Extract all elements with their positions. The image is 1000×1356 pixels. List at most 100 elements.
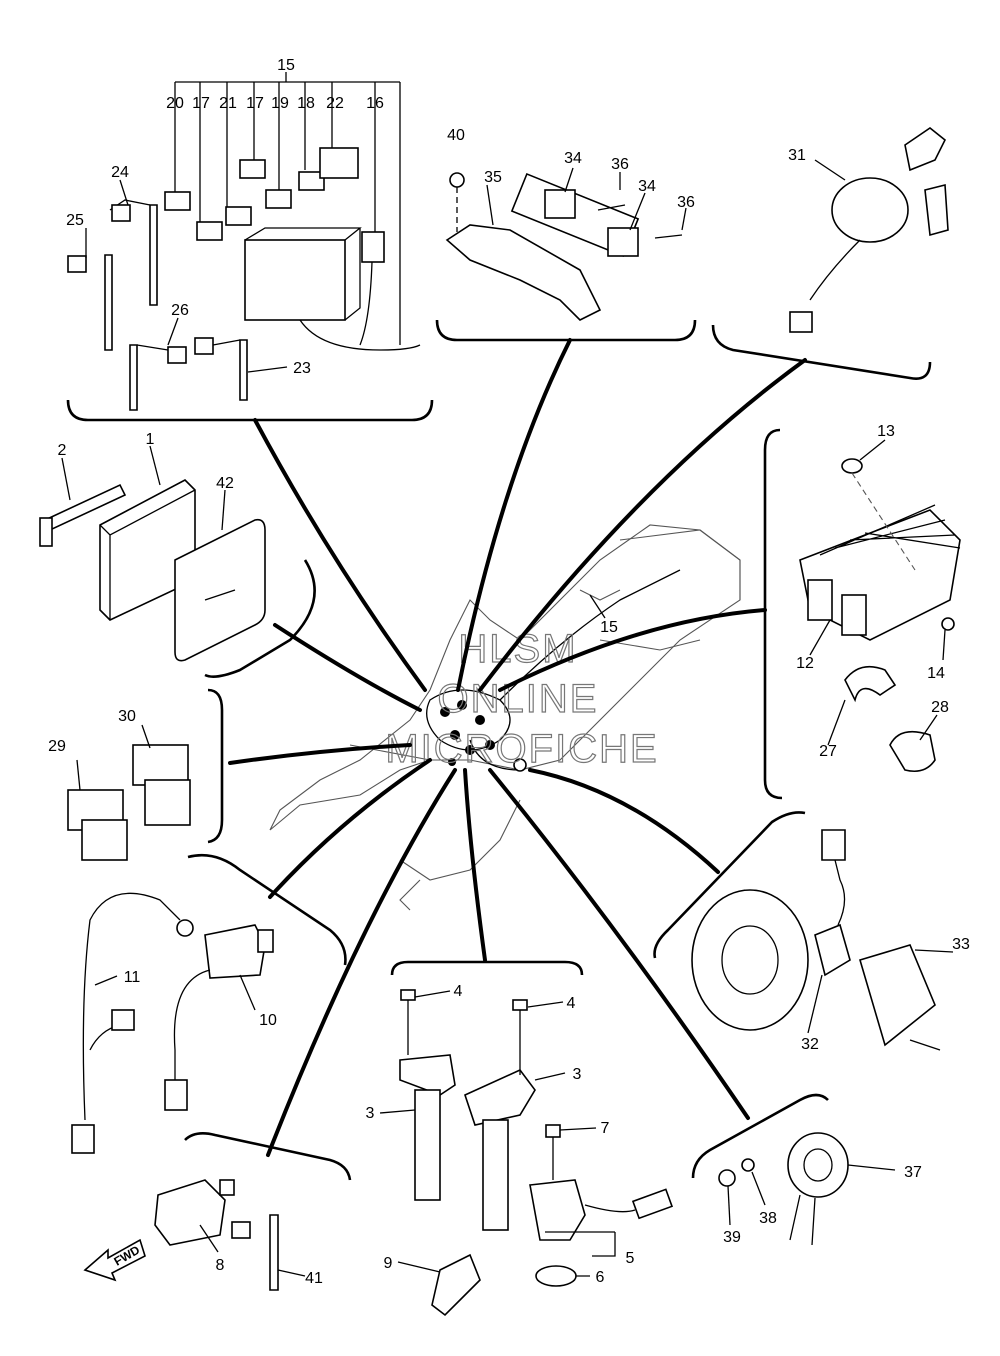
callout-21: 21 <box>219 95 237 112</box>
group-leader-lines <box>228 338 807 1157</box>
callout-23: 23 <box>293 360 311 377</box>
lead-terminal <box>176 919 194 937</box>
fuse-20 <box>164 191 191 211</box>
relay-34-lower <box>607 227 639 257</box>
sensor-32-connector <box>821 829 846 861</box>
callout-32: 32 <box>801 1036 819 1053</box>
horn-37 <box>787 1132 849 1198</box>
speed-sensor-group <box>691 829 941 1051</box>
fuse-21 <box>225 206 252 226</box>
callout-36-b: 36 <box>677 194 695 211</box>
key-blade <box>924 183 949 237</box>
fuse-17-upper <box>239 159 266 179</box>
ignition-coil-group <box>399 989 536 1231</box>
bolt-7 <box>545 1124 561 1138</box>
callout-31: 31 <box>788 147 806 164</box>
rectifier-connector-b <box>841 594 867 636</box>
callout-41: 41 <box>305 1270 323 1287</box>
callout-15-top: 15 <box>277 57 295 74</box>
switch-8-thread <box>219 1179 235 1196</box>
coil-3-left-head <box>399 1054 456 1096</box>
group-brackets <box>66 319 932 1181</box>
fwd-arrow-icon: FWD <box>83 1238 146 1282</box>
callout-20: 20 <box>166 95 184 112</box>
relay-30 <box>144 779 191 826</box>
sensor-9 <box>431 1253 481 1317</box>
callout-2: 2 <box>58 442 67 459</box>
rotor <box>691 889 809 1031</box>
callout-34-b: 34 <box>638 178 656 195</box>
callout-22: 22 <box>326 95 344 112</box>
callout-37: 37 <box>904 1164 922 1181</box>
callout-13: 13 <box>877 423 895 440</box>
coil-3-right-body <box>482 1119 509 1231</box>
callout-3-a: 3 <box>366 1105 375 1122</box>
callout-7: 7 <box>601 1120 610 1137</box>
bolt-4-left <box>400 989 416 1001</box>
nut-13 <box>841 458 863 474</box>
holder-25 <box>67 255 87 273</box>
ecu-group <box>39 479 266 662</box>
callout-34-a: 34 <box>564 150 582 167</box>
cable-tie-26 <box>129 344 138 411</box>
lead-group <box>71 892 274 1154</box>
sensor-32 <box>814 923 851 977</box>
fuse-16 <box>361 231 385 263</box>
callout-38: 38 <box>759 1210 777 1227</box>
callout-26: 26 <box>171 302 189 319</box>
horn-group <box>718 1132 849 1246</box>
callout-15-main: 15 <box>600 619 618 636</box>
bolt-40 <box>449 172 465 188</box>
washer-14 <box>941 617 955 631</box>
sensor-group <box>431 1124 674 1317</box>
callout-1: 1 <box>146 431 155 448</box>
fuse-17-lower <box>196 221 223 241</box>
relay-group <box>67 744 191 861</box>
callout-10: 10 <box>259 1012 277 1029</box>
callout-29: 29 <box>48 738 66 755</box>
callout-8: 8 <box>216 1257 225 1274</box>
callout-9: 9 <box>384 1255 393 1272</box>
bracket-35 <box>445 224 602 321</box>
sensor-5-connector <box>631 1188 674 1220</box>
callout-33: 33 <box>952 936 970 953</box>
relay-34-upper <box>544 189 576 219</box>
holder-23 <box>194 337 214 355</box>
relay-30-top <box>132 744 189 786</box>
callout-30: 30 <box>118 708 136 725</box>
callout-35: 35 <box>484 169 502 186</box>
callout-36-a: 36 <box>611 156 629 173</box>
callout-14: 14 <box>927 665 945 682</box>
bracket-33 <box>859 944 936 1047</box>
band-2-clip <box>39 517 53 547</box>
oil-switch-10 <box>204 924 266 979</box>
callout-leaders <box>61 159 954 1277</box>
fuse-box <box>244 239 346 321</box>
lead-end <box>71 1124 95 1154</box>
callout-4-b: 4 <box>567 995 576 1012</box>
fuse-18 <box>298 171 325 191</box>
relay-bracket-group <box>445 172 683 321</box>
callout-25: 25 <box>66 212 84 229</box>
bolt-4-right <box>512 999 528 1011</box>
holder-26 <box>167 346 187 364</box>
callout-4-a: 4 <box>454 983 463 1000</box>
relay-29 <box>81 819 128 861</box>
oil-switch-thread <box>257 929 274 953</box>
connector-31 <box>789 311 813 333</box>
coil-3-left-body <box>414 1089 441 1201</box>
clamp-27 <box>844 665 897 703</box>
watermark-line2: ONLINE <box>438 677 599 721</box>
callout-18: 18 <box>297 95 315 112</box>
switch-8 <box>154 1179 226 1246</box>
callout-11: 11 <box>124 969 141 986</box>
main-wire-harness <box>426 569 681 772</box>
holder-41 <box>231 1221 251 1239</box>
callout-24: 24 <box>111 164 129 181</box>
fuse-19 <box>265 189 292 209</box>
rectifier-group <box>799 458 961 773</box>
callout-42: 42 <box>216 475 234 492</box>
coil-3-right-head <box>464 1069 536 1126</box>
